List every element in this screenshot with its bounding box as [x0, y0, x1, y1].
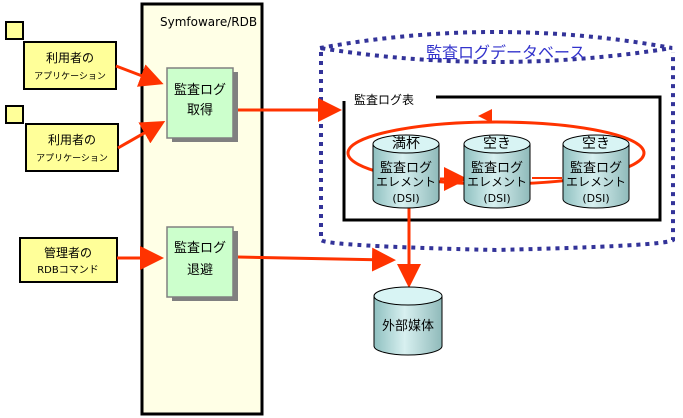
arrow-evacuate-to-database: [237, 247, 396, 272]
acquire-line2: 取得: [187, 102, 213, 118]
evacuate-line1: 監査ログ: [174, 240, 226, 256]
arrow-app1-to-acquire: [115, 64, 164, 87]
input-2-line2: アプリケーション: [36, 153, 108, 164]
input-user-app-2: 利用者の アプリケーション: [5, 105, 119, 172]
element-line3: (DSI): [582, 192, 609, 205]
external-media-label: 外部媒体: [382, 319, 434, 334]
acquire-line1: 監査ログ: [174, 82, 226, 98]
table-title: 監査ログ表: [354, 92, 414, 107]
element-status: 空き: [483, 136, 511, 152]
element-line3: (DSI): [483, 192, 510, 205]
element-status: 満杯: [392, 136, 420, 152]
element-line2: エレメント: [467, 175, 527, 189]
cylinder-top: [562, 134, 630, 154]
system-title: Symfoware/RDB: [160, 15, 257, 29]
element-line1: 監査ログ: [380, 160, 432, 176]
evacuate-line2: 退避: [187, 263, 213, 278]
log-elements: 満杯監査ログエレメント(DSI)空き監査ログエレメント(DSI)空き監査ログエレ…: [372, 134, 630, 209]
process-acquire: 監査ログ 取得: [166, 67, 238, 142]
arrow-app2-to-acquire: [117, 121, 166, 150]
flow-arrows: [115, 64, 562, 288]
element-line2: エレメント: [566, 175, 626, 189]
input-user-app-1: 利用者の アプリケーション: [5, 21, 117, 90]
external-media: 外部媒体: [373, 286, 443, 356]
audit-log-table: 監査ログ表: [342, 92, 662, 222]
cylinder-body: [372, 144, 440, 209]
cylinder-body: [463, 144, 531, 209]
element-line1: 監査ログ: [570, 160, 622, 176]
cylinder-body: [562, 144, 630, 209]
element-line2: エレメント: [376, 175, 436, 189]
input-1-line1: 利用者の: [46, 51, 94, 65]
database-title: 監査ログデータベース: [426, 43, 585, 62]
input-3-line1: 管理者の: [44, 245, 92, 260]
cylinder-top: [372, 134, 440, 154]
input-2-line1: 利用者の: [48, 133, 96, 147]
symfoware-rdb-box: Symfoware/RDB: [140, 2, 264, 416]
input-1-line2: アプリケーション: [34, 71, 106, 82]
audit-database-outline: 監査ログデータベース: [319, 30, 675, 253]
input-3-line2: RDBコマンド: [37, 265, 99, 276]
cylinder-top: [463, 134, 531, 154]
input-admin-rdb-command: 管理者の RDBコマンド: [19, 237, 118, 283]
element-status: 空き: [582, 136, 610, 152]
process-evacuate: 監査ログ 退避: [166, 226, 238, 301]
element-line1: 監査ログ: [471, 160, 523, 176]
element-line3: (DSI): [392, 192, 419, 205]
